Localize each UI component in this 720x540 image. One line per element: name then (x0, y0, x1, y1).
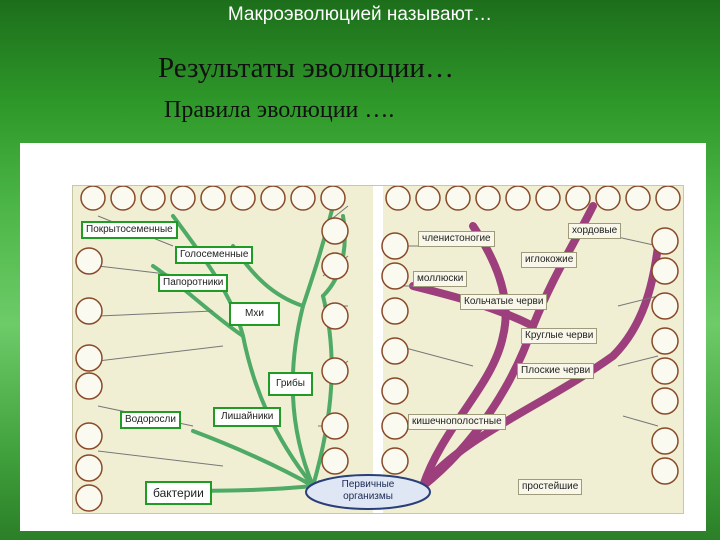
organism-circle (625, 186, 651, 211)
organism-circle (321, 302, 349, 330)
organism-circle (655, 186, 681, 211)
label-flatworms: Плоские черви (517, 363, 595, 379)
organism-circle (565, 186, 591, 211)
organism-circle (320, 186, 346, 211)
organism-circles-animal-left (381, 232, 409, 475)
organism-circle (170, 186, 196, 211)
organism-circle (75, 297, 103, 325)
organism-circle (445, 186, 471, 211)
label-lichens: Лишайники (213, 407, 282, 427)
label-algae: Водоросли (120, 411, 181, 429)
organism-circle (75, 422, 103, 450)
organism-circles (80, 186, 681, 211)
organism-circle (651, 327, 679, 355)
organism-circles-right (651, 227, 679, 485)
organism-circle (75, 454, 103, 482)
organism-circle (321, 447, 349, 475)
root-ellipse (305, 474, 431, 510)
label-ferns: Папоротники (158, 274, 229, 292)
organism-circle (535, 186, 561, 211)
organism-circle (75, 484, 103, 512)
slide-heading: Макроэволюцией называют… (227, 4, 493, 25)
organism-circle (415, 186, 441, 211)
label-coelenterates: кишечнополостные (408, 414, 506, 430)
organism-circle (110, 186, 136, 211)
label-molluscs: моллюски (413, 271, 468, 287)
label-roundworms: Круглые черви (521, 328, 598, 344)
organism-circle (595, 186, 621, 211)
label-root: Первичные организмы (341, 479, 395, 502)
organism-circle (381, 412, 409, 440)
organism-circles-left (75, 247, 103, 512)
organism-circle (260, 186, 286, 211)
organism-circle (321, 252, 349, 280)
organism-circle (381, 297, 409, 325)
organism-circle (230, 186, 256, 211)
label-echinoderms: иглокожие (521, 252, 578, 268)
organism-circle (651, 292, 679, 320)
label-angiosperms: Покрытосеменные (81, 221, 178, 239)
tree-divider (373, 186, 383, 513)
organism-circle (75, 372, 103, 400)
organism-circle (75, 247, 103, 275)
organism-circle (381, 232, 409, 260)
organism-circle (321, 217, 349, 245)
slide-line-results: Результаты эволюции… (158, 52, 454, 84)
label-protozoa: простейшие (518, 479, 583, 495)
organism-circle (381, 262, 409, 290)
tree-drawing (75, 186, 681, 513)
organism-circle (321, 412, 349, 440)
organism-circle (140, 186, 166, 211)
organism-circle (475, 186, 501, 211)
label-fungi: Грибы (268, 372, 313, 396)
organism-circle (651, 227, 679, 255)
evolution-tree: Покрытосеменные Голосеменные Папоротники… (72, 185, 684, 514)
label-mosses: Мхи (229, 302, 280, 326)
animal-branches (409, 202, 662, 490)
organism-circle (80, 186, 106, 211)
organism-circle (651, 357, 679, 385)
organism-circle (290, 186, 316, 211)
organism-circle (651, 257, 679, 285)
label-arthropods: членистоногие (418, 231, 495, 247)
organism-circle (321, 357, 349, 385)
organism-circle (505, 186, 531, 211)
organism-circle (381, 337, 409, 365)
label-gymnosperms: Голосеменные (175, 246, 254, 264)
organism-circle (75, 344, 103, 372)
label-chordates: хордовые (568, 223, 622, 239)
organism-circles-mid (321, 217, 349, 475)
organism-circle (651, 387, 679, 415)
slide-line-rules: Правила эволюции …. (164, 97, 395, 123)
organism-circle (651, 457, 679, 485)
organism-circle (385, 186, 411, 211)
label-annelids: Кольчатые черви (460, 294, 548, 310)
organism-circle (651, 427, 679, 455)
organism-circle (381, 447, 409, 475)
organism-circle (200, 186, 226, 211)
label-bacteria: бактерии (145, 481, 212, 506)
organism-circle (381, 377, 409, 405)
